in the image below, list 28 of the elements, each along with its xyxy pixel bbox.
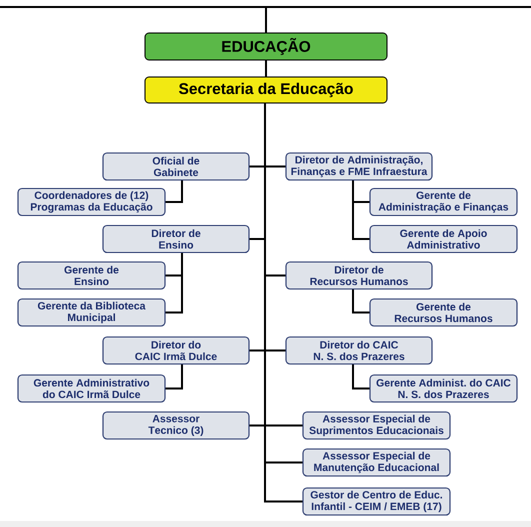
- org-box: Coordenadores de (12) Programas da Educação: [17, 188, 166, 216]
- org-box: EDUCAÇÃO: [144, 32, 388, 60]
- connector-line: [265, 60, 267, 76]
- org-box: Gerente Administ. do CAIC N. S. dos Prazeres: [369, 374, 518, 403]
- connector-line: [352, 364, 370, 390]
- connector-line: [166, 180, 183, 203]
- org-box: Assessor Especial de Suprimentos Educacionais: [302, 411, 451, 440]
- connector-line: [166, 253, 183, 314]
- org-box: Assessor Especial de Manutenção Educacional: [302, 448, 451, 477]
- connector-line: [352, 290, 370, 314]
- org-box: Gerente de Administração e Finanças: [369, 188, 518, 216]
- org-box: Diretor de Administração, Finanças e FME Infraestura: [285, 152, 433, 181]
- connector-line: [352, 180, 370, 240]
- connector-line: [265, 7, 267, 32]
- org-box: Diretor do CAIC N. S. dos Prazeres: [285, 336, 433, 365]
- org-box: Gerente de Apoio Administrativo: [369, 224, 518, 254]
- org-box: Gestor de Centro de Educ. Infantil - CEIM / EMEB (17): [302, 487, 451, 516]
- org-box: Gerente da Biblioteca Municipal: [17, 298, 166, 327]
- org-box: Gerente de Recursos Humanos: [369, 298, 518, 327]
- org-box: Gerente de Ensino: [17, 261, 166, 290]
- org-box: Diretor do CAIC Irmã Dulce: [102, 336, 250, 365]
- org-box: Diretor de Recursos Humanos: [285, 261, 433, 290]
- org-box: Oficial de Gabinete: [102, 152, 250, 181]
- org-box: Assessor Tecnico (3): [102, 411, 250, 440]
- org-box: Diretor de Ensino: [102, 224, 250, 254]
- org-box: Secretaria da Educação: [144, 76, 388, 104]
- connector-line: [166, 364, 183, 390]
- org-box: Gerente Administrativo do CAIC Irmã Dulce: [17, 374, 166, 403]
